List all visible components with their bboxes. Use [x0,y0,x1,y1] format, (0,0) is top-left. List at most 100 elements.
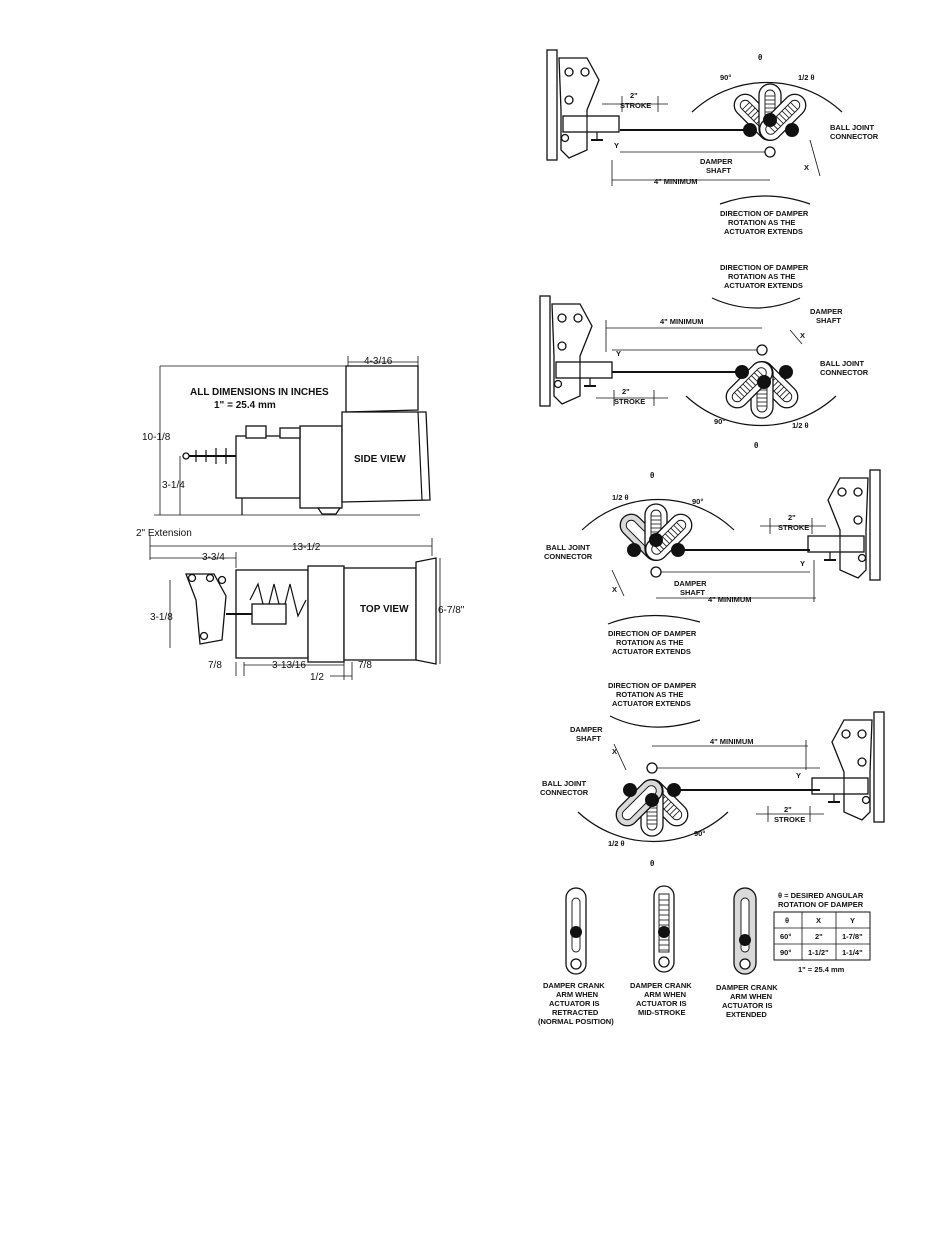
p1-rotation-1: DIRECTION OF DAMPER [720,209,809,218]
top-view-dim-bottom-a: 7/8 [208,660,222,671]
p3-rotation-1: DIRECTION OF DAMPER [608,629,697,638]
linkage-panel-3 [581,469,881,602]
p4-x: X [612,747,617,756]
crank-1-line3: ACTUATOR IS [549,999,600,1008]
table-r2-c3: 1-1/4" [842,948,863,957]
p2-x: X [800,331,805,340]
crank-3-line2: ARM WHEN [730,992,772,1001]
side-view-title-line1: ALL DIMENSIONS IN INCHES [190,387,329,398]
top-view-dim-left: 3-3/4 [202,552,225,563]
p2-minimum: 4" MINIMUM [660,317,704,326]
p4-y: Y [796,771,801,780]
top-view-dim-bottom-c: 7/8 [358,660,372,671]
p1-damper-shaft-1: DAMPER [700,157,733,166]
p1-half-theta: 1/2 θ [798,73,815,82]
linkage-panel-1 [546,49,843,186]
table-footnote: 1" = 25.4 mm [798,965,845,974]
p2-angle-90: 90° [714,417,725,426]
crank-3-line3: ACTUATOR IS [722,1001,773,1010]
crank-1-line2: ARM WHEN [556,990,598,999]
p2-rotation-arrow [711,297,801,309]
table-r1-c2: 2" [815,932,823,941]
linkage-panel-4 [577,711,885,843]
p4-rotation-arrow [609,715,701,728]
p4-ball-joint-2: CONNECTOR [540,788,589,797]
top-view-dim-height-right: 6-7/8" [438,605,465,616]
crank-arm-extended [733,887,757,975]
crank-2-line3: ACTUATOR IS [636,999,687,1008]
crank-2-line2: ARM WHEN [644,990,686,999]
p2-ball-joint-1: BALL JOINT [820,359,864,368]
top-view-drawing [149,536,441,680]
p2-y: Y [616,349,621,358]
p1-y: Y [614,141,619,150]
p2-rotation-1: DIRECTION OF DAMPER [720,263,809,272]
side-view-dim-shaft-height: 3-1/4 [162,480,185,491]
p2-stroke-1: 2" [622,387,630,396]
p1-rotation-2: ROTATION AS THE [728,218,795,227]
top-view-dim-bottom-d: 1/2 [310,672,324,683]
p3-stroke-2: STROKE [778,523,809,532]
crank-2-line4: MID-STROKE [638,1008,686,1017]
p3-y: Y [800,559,805,568]
p3-theta: θ [650,471,654,480]
p4-angle-90: 90° [694,829,705,838]
top-view-dim-bottom-b: 3-13/16 [272,660,306,671]
table-header-x: X [816,916,821,925]
p3-stroke-1: 2" [788,513,796,522]
side-view-drawing [154,356,431,516]
p3-rotation-3: ACTUATOR EXTENDS [612,647,691,656]
p1-x: X [804,163,809,172]
p3-rotation-2: ROTATION AS THE [616,638,683,647]
p2-rotation-3: ACTUATOR EXTENDS [724,281,803,290]
side-view-dim-top-width: 4-3/16 [364,356,393,367]
side-view-title-line2: 1" = 25.4 mm [214,400,276,411]
p2-damper-shaft-2: SHAFT [816,316,841,325]
p1-minimum: 4" MINIMUM [654,177,698,186]
table-r2-c1: 90° [780,948,791,957]
p4-stroke-1: 2" [784,805,792,814]
top-view-extension-label: 2" Extension [136,528,192,539]
p1-damper-shaft-2: SHAFT [706,166,731,175]
p3-angle-90: 90° [692,497,703,506]
crank-arm-retracted [565,887,587,975]
p4-half-theta: 1/2 θ [608,839,625,848]
p4-stroke-2: STROKE [774,815,805,824]
p4-rotation-1: DIRECTION OF DAMPER [608,681,697,690]
crank-3-line1: DAMPER CRANK [716,983,778,992]
p1-stroke-1: 2" [630,91,638,100]
top-view-label: TOP VIEW [360,604,409,615]
p4-rotation-3: ACTUATOR EXTENDS [612,699,691,708]
p3-x: X [612,585,617,594]
top-view-dim-overall: 13-1/2 [292,542,321,553]
side-view-dim-height: 10-1/8 [142,432,171,443]
p2-rotation-2: ROTATION AS THE [728,272,795,281]
table-caption-2: ROTATION OF DAMPER [778,900,864,909]
crank-1-line1: DAMPER CRANK [543,981,605,990]
p4-theta: θ [650,859,654,868]
p3-minimum: 4" MINIMUM [708,595,752,604]
crank-1-line5: (NORMAL POSITION) [538,1017,614,1026]
p1-theta: θ [758,53,762,62]
table-caption-1: θ = DESIRED ANGULAR [778,891,864,900]
p4-damper-shaft-1: DAMPER [570,725,603,734]
p1-rotation-3: ACTUATOR EXTENDS [724,227,803,236]
p2-ball-joint-2: CONNECTOR [820,368,869,377]
p3-ball-joint-2: CONNECTOR [544,552,593,561]
crank-2-line1: DAMPER CRANK [630,981,692,990]
p3-damper-shaft-2: SHAFT [680,588,705,597]
p2-stroke-2: STROKE [614,397,645,406]
p3-half-theta: 1/2 θ [612,493,629,502]
p1-angle-90: 90° [720,73,731,82]
p1-rotation-arrow [719,195,811,205]
p4-ball-joint-1: BALL JOINT [542,779,586,788]
p2-theta: θ [754,441,758,450]
p4-damper-shaft-2: SHAFT [576,734,601,743]
p1-ball-joint-2: CONNECTOR [830,132,879,141]
table-r1-c3: 1-7/8" [842,932,863,941]
top-view-dim-height-left: 3-1/8 [150,612,173,623]
side-view-label: SIDE VIEW [354,454,406,465]
p3-damper-shaft-1: DAMPER [674,579,707,588]
table-header-y: Y [850,916,855,925]
